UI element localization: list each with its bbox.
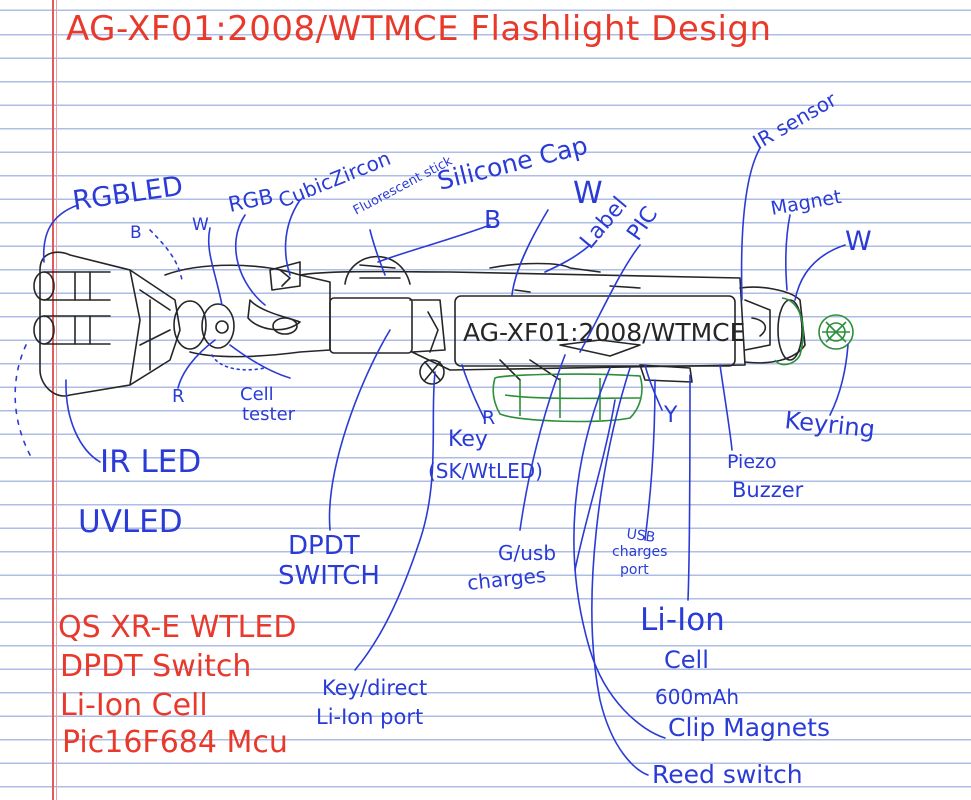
label-ir-sensor: IR sensor — [749, 87, 842, 154]
label-dpdt-2: SWITCH — [278, 561, 380, 591]
label-cell: Cell — [664, 646, 709, 674]
label-key-direct-2: Li-Ion port — [316, 705, 423, 729]
optional-green-parts — [492, 297, 854, 423]
label-gusb-1: G/usb — [498, 541, 556, 565]
label-silicone-cap: Silicone Cap — [434, 131, 590, 196]
label-ir-led: IR LED — [100, 444, 201, 480]
leader-lines — [14, 147, 849, 776]
label-usb-port-1: USB — [625, 526, 656, 546]
label-b-small: B — [130, 223, 142, 243]
label-w-far: W — [845, 226, 872, 257]
label-key-direct-1: Key/direct — [322, 676, 427, 700]
label-cell-tester-2: tester — [242, 404, 296, 425]
label-rgb: RGB — [226, 184, 275, 217]
label-liion: Li-Ion — [640, 602, 725, 638]
parts-list-item: DPDT Switch — [60, 649, 251, 684]
label-w-small: W — [192, 215, 209, 235]
label-mah: 600mAh — [655, 685, 739, 709]
label-keyring: Keyring — [783, 406, 876, 443]
parts-list-item: QS XR-E WTLED — [58, 610, 296, 645]
label-piezo-1: Piezo — [727, 451, 777, 473]
label-y: Y — [663, 403, 678, 428]
sketch-title: AG-XF01:2008/WTMCE Flashlight Design — [66, 9, 772, 49]
label-reed-switch: Reed switch — [652, 760, 803, 789]
label-dpdt-1: DPDT — [288, 531, 360, 561]
label-gusb-2: charges — [466, 563, 547, 595]
label-clip-magnets: Clip Magnets — [668, 713, 830, 742]
parts-list-item: Pic16F684 Mcu — [62, 725, 288, 760]
parts-list-item: Li-Ion Cell — [60, 688, 208, 723]
label-uv-led: UVLED — [78, 504, 183, 540]
margin-line — [52, 0, 54, 800]
label-key-sub: (SK/WtLED) — [428, 459, 543, 483]
body-label: AG-XF01:2008/WTMCE — [463, 318, 745, 347]
label-usb-port-3: port — [620, 562, 649, 578]
parts-list: QS XR-E WTLED DPDT Switch Li-Ion Cell Pi… — [58, 610, 296, 760]
label-rgb-led: RGBLED — [71, 171, 185, 217]
margin-line-faint — [56, 0, 57, 800]
label-piezo-2: Buzzer — [732, 478, 804, 502]
label-r-key: R — [482, 407, 495, 429]
label-w-top: W — [573, 176, 603, 211]
label-b-right: B — [484, 205, 501, 234]
label-usb-port-2: charges — [612, 544, 667, 560]
label-magnet: Magnet — [769, 186, 843, 220]
label-r-left: R — [172, 386, 185, 407]
label-cell-tester-1: Cell — [240, 384, 274, 405]
flashlight-drawing — [33, 251, 806, 397]
label-key: Key — [448, 427, 488, 452]
